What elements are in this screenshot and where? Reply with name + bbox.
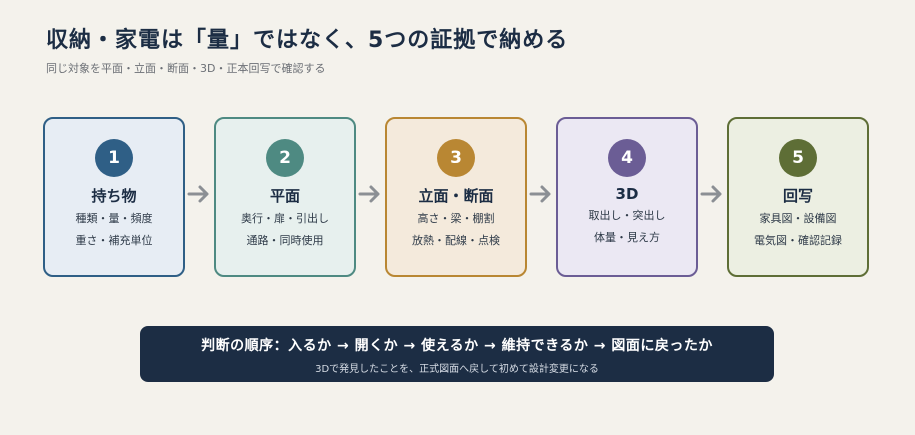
decision-order-text: 判断の順序：入るか → 開くか → 使えるか → 維持できるか → 図面に戻った… [201,338,713,354]
step-card-1: 1 持ち物 種類・量・頻度 重さ・補充単位 [43,117,185,277]
step-title: 回写 [782,187,813,205]
arrow-right-icon [358,185,380,203]
step-detail-line-2: 放熱・配線・点検 [412,234,500,247]
arrow-right-icon [529,185,551,203]
step-detail-line-1: 取出し・突出し [588,209,666,222]
step-detail-line-2: 体量・見え方 [594,231,660,244]
arrow-right-icon [700,185,722,203]
step-detail-line-2: 通路・同時使用 [246,234,324,247]
page-title: 収納・家電は「量」ではなく、5つの証拠で納める [46,28,569,53]
step-card-3: 3 立面・断面 高さ・梁・棚割 放熱・配線・点検 [385,117,527,277]
decision-order-note: 3Dで発見したことを、正式図面へ戻して初めて設計変更になる [315,364,599,375]
step-detail-line-2: 重さ・補充単位 [75,234,153,247]
step-card-2: 2 平面 奥行・扉・引出し 通路・同時使用 [214,117,356,277]
step-detail-line-1: 高さ・梁・棚割 [417,212,495,225]
arrow-right-icon [187,185,209,203]
step-detail-line-1: 奥行・扉・引出し [241,212,329,225]
decision-order-banner: 判断の順序：入るか → 開くか → 使えるか → 維持できるか → 図面に戻った… [140,326,774,382]
step-title: 3D [615,185,639,203]
step-title: 平面 [269,187,300,205]
step-card-4: 4 3D 取出し・突出し 体量・見え方 [556,117,698,277]
page-subtitle: 同じ対象を平面・立面・断面・3D・正本回写で確認する [46,62,326,75]
step-number-badge: 3 [437,139,475,177]
step-detail-line-2: 電気図・確認記録 [754,234,842,247]
step-title: 持ち物 [91,187,137,205]
step-detail-line-1: 家具図・設備図 [759,212,837,225]
step-number-badge: 4 [608,139,646,177]
step-number-badge: 2 [266,139,304,177]
step-number-badge: 1 [95,139,133,177]
step-number-badge: 5 [779,139,817,177]
step-card-5: 5 回写 家具図・設備図 電気図・確認記録 [727,117,869,277]
step-title: 立面・断面 [418,187,494,205]
step-detail-line-1: 種類・量・頻度 [75,212,153,225]
